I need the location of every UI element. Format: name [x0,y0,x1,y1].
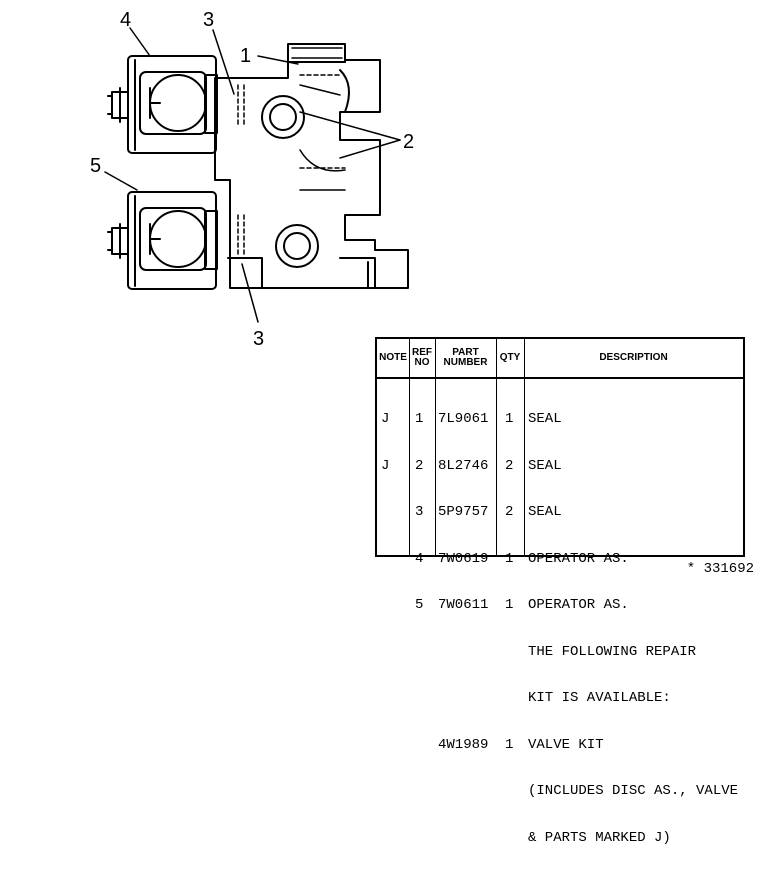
part-cell: 7L9061 [438,411,489,427]
seal-upper-2 [299,74,346,169]
qty-cell: 1 [505,550,514,567]
part-cell: 8L2746 [438,457,489,474]
column-divider [435,339,436,555]
desc-cell: SEAL [528,411,562,427]
note-cell: J [381,457,390,474]
callout-4: 4 [120,9,131,31]
header-description: DESCRIPTION [524,339,743,379]
lower-port-bore [283,232,311,260]
column-description: SEAL SEAL SEAL OPERATOR AS. OPERATOR AS.… [528,381,738,877]
right-port [339,69,350,113]
callout-2: 2 [403,131,414,153]
part-cell: 5P9757 [438,504,489,520]
qty-cell: 2 [505,504,514,520]
callout-5: 5 [90,155,101,177]
lower-operator [107,191,218,290]
ref-cell: 2 [415,457,424,474]
callout-3-bottom: 3 [253,328,264,350]
note-cell: J [381,411,390,427]
seal-item-3 [237,84,245,256]
desc-cell: THE FOLLOWING REPAIR [528,643,697,660]
desc-cell: VALVE KIT [528,736,604,753]
part-cell: 7W0619 [438,550,489,567]
part-cell: 7W0611 [438,597,489,613]
qty-cell: 2 [505,457,514,474]
parts-table: NOTE REF NO PART NUMBER QTY DESCRIPTION … [375,337,745,845]
header-ref-no: REF NO [409,339,435,379]
upper-port-bore [269,103,297,131]
top-boss-detail [291,47,343,59]
catalog-number: * 331692 [686,561,754,577]
ref-cell: 1 [415,411,424,427]
leader-lines [104,27,401,323]
callout-1: 1 [240,45,251,67]
part-cell [438,645,488,661]
bottom-port [227,257,376,289]
column-divider [524,339,525,555]
desc-cell: OPERATOR AS. [528,550,629,567]
desc-cell: OPERATOR AS. [528,597,629,613]
upper-port-ring [261,95,305,139]
top-boss [287,43,346,63]
ref-cell: 4 [415,550,424,567]
column-divider [496,339,497,555]
desc-cell: SEAL [528,457,562,474]
callout-3-top: 3 [203,9,214,31]
desc-cell: KIT IS AVAILABLE: [528,690,671,706]
desc-cell: SEAL [528,504,562,520]
desc-cell: & PARTS MARKED J) [528,829,671,846]
column-divider [409,339,410,555]
header-part-number: PART NUMBER [435,339,496,379]
part-cell [438,691,488,707]
qty-cell: 1 [505,411,514,427]
body-contour-upper [299,84,346,191]
desc-cell: (INCLUDES DISC AS., VALVE [528,783,739,799]
header-qty: QTY [496,339,524,379]
valve-assembly-drawing: 1 3 4 2 5 3 [90,9,414,350]
ref-cell: 3 [415,504,424,520]
upper-operator [107,55,218,154]
lower-port-ring [275,224,319,268]
part-cell: 4W1989 [438,736,489,753]
column-note: J J [381,381,415,505]
header-note: NOTE [377,339,409,379]
